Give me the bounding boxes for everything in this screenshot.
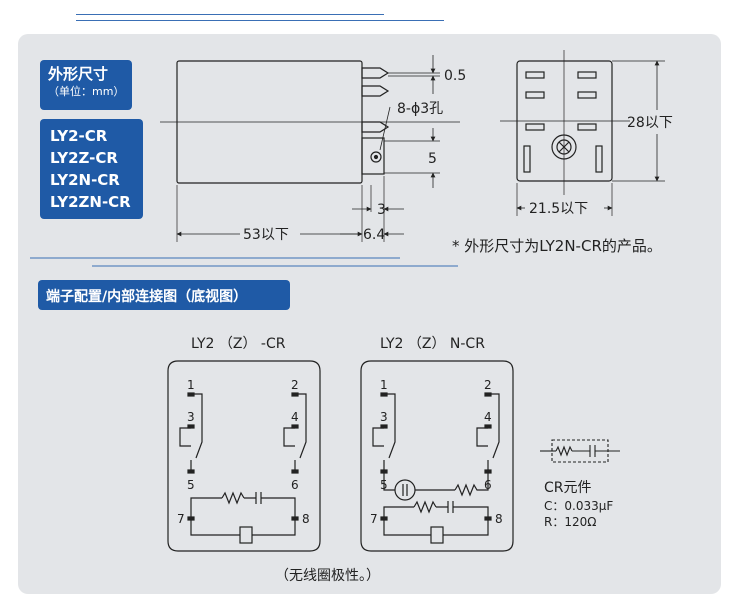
terminal-label: 5 [380, 478, 388, 492]
model-label: LY2-CR [50, 127, 108, 145]
dimension-note: * 外形尺寸为LY2N-CR的产品。 [452, 237, 662, 255]
terminal-label: 8 [495, 512, 503, 526]
terminal-label: 5 [187, 478, 195, 492]
wiring-left [167, 360, 321, 552]
dim-pin-pitch: 5 [428, 151, 437, 167]
terminal-label: 7 [370, 512, 378, 526]
terminal-label: 3 [187, 410, 195, 424]
dim-hole: 8-ϕ3孔 [397, 101, 443, 117]
dim-pin-offset: 3 [377, 202, 386, 218]
bottom-view [500, 50, 665, 216]
dimension-unit: （单位：mm） [48, 85, 125, 98]
cr-resistance: R：120Ω [544, 515, 596, 529]
terminal-label: 1 [380, 378, 388, 392]
top-rule-2 [76, 20, 444, 21]
cr-element-symbol [540, 439, 620, 463]
terminal-label: 8 [302, 512, 310, 526]
dim-width: 21.5以下 [529, 201, 588, 217]
cr-capacitance: C：0.033μF [544, 499, 613, 513]
footnote: （无线圈极性。） [275, 568, 380, 584]
wiring-right [360, 360, 514, 552]
terminal-label: 3 [380, 410, 388, 424]
terminal-label: 7 [177, 512, 185, 526]
model-label: LY2Z-CR [50, 149, 118, 167]
side-view [160, 60, 460, 242]
terminal-label: 1 [187, 378, 195, 392]
terminal-label: 4 [484, 410, 492, 424]
dimension-title: 外形尺寸 [48, 65, 109, 83]
terminal-label: 2 [291, 378, 299, 392]
dim-tab-length: 6.4 [363, 227, 385, 243]
terminal-label: 2 [484, 378, 492, 392]
side-view-dimensions [176, 55, 436, 237]
wiring-right-terminals: 1 2 3 4 5 6 7 8 [370, 378, 503, 526]
dimension-title-box: 外形尺寸 （单位：mm） [40, 60, 132, 110]
terminal-label: 6 [484, 478, 492, 492]
wiring-left-terminals: 1 2 3 4 5 6 7 8 [177, 378, 310, 526]
model-label: LY2ZN-CR [50, 193, 131, 211]
dim-pin-thickness: 0.5 [444, 68, 466, 84]
dim-body-length: 53以下 [243, 227, 289, 243]
models-box: LY2-CR LY2Z-CR LY2N-CR LY2ZN-CR [40, 119, 143, 219]
terminal-title-box: 端子配置/内部连接图（底视图） [38, 280, 290, 310]
dim-height: 28以下 [627, 115, 673, 131]
bottom-view-dimensions [516, 60, 660, 211]
terminal-label: 4 [291, 410, 299, 424]
terminal-title: 端子配置/内部连接图（底视图） [46, 289, 248, 305]
model-label: LY2N-CR [50, 171, 120, 189]
terminal-label: 6 [291, 478, 299, 492]
diagram-left-title: LY2 （Z） -CR [191, 336, 286, 352]
cr-title: CR元件 [544, 480, 592, 496]
diagram-right-title: LY2 （Z） N-CR [380, 336, 485, 352]
top-rule-1 [76, 14, 384, 15]
